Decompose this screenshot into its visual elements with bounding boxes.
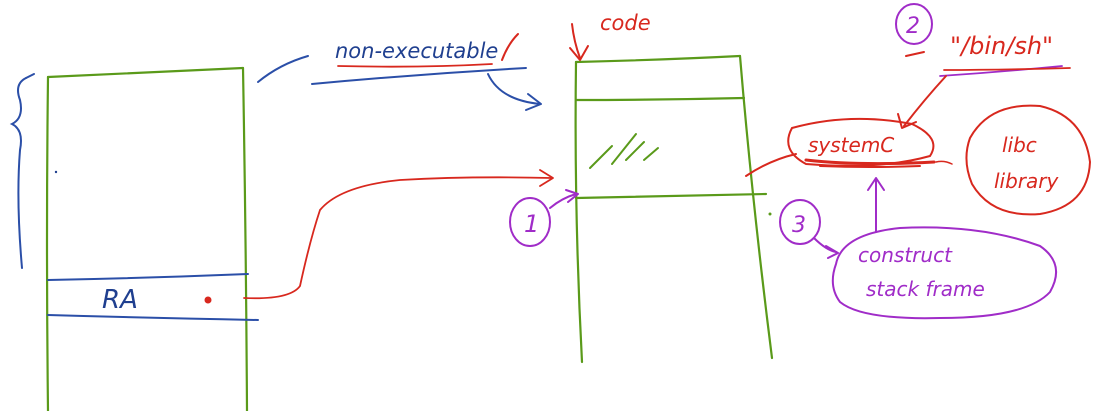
construct-label-line2: stack frame — [866, 277, 985, 301]
binsh-annotation: "/bin/sh" — [897, 32, 1071, 129]
hatch-mark-1 — [589, 145, 613, 169]
left-stack-right-edge — [241, 66, 249, 411]
code-arrow — [571, 23, 581, 59]
left-stack: RA — [9, 66, 259, 411]
step-3-label: 3 — [792, 213, 806, 238]
construct-outline — [831, 226, 1058, 320]
code-memory-column — [574, 54, 774, 364]
binsh-to-system-arrow — [903, 75, 947, 127]
binsh-label: "/bin/sh" — [950, 32, 1053, 60]
code-left-edge — [574, 60, 584, 364]
step-2-marker: 2 — [895, 3, 933, 57]
binsh-underline-purple — [939, 65, 1063, 77]
code-arrowhead — [569, 45, 589, 61]
column-dot — [768, 212, 772, 216]
step-3-arrowhead — [825, 245, 839, 259]
non-executable-annotation: non-executable — [257, 33, 542, 111]
step-1-label: 1 — [524, 210, 539, 238]
ra-to-code-arrowhead — [539, 169, 554, 187]
code-divider-1 — [574, 96, 746, 102]
system-label: systemC — [808, 133, 894, 157]
step-3-circle — [779, 199, 821, 245]
non-executable-blue-underline — [311, 67, 527, 85]
step-1-arrowhead — [565, 189, 579, 203]
libc-outline — [965, 104, 1092, 216]
step-3-marker: 3 — [779, 199, 839, 259]
ra-label: RA — [102, 285, 138, 315]
construct-label-line1: construct — [858, 243, 953, 267]
non-executable-red-mark — [501, 33, 519, 61]
system-left-stroke — [745, 153, 797, 177]
stack-brace — [9, 77, 27, 269]
non-executable-arrow — [487, 73, 541, 105]
hatch-mark-4 — [643, 147, 659, 161]
step-1-arrow — [549, 193, 577, 209]
libc-label-line1: libc — [1002, 133, 1037, 157]
step-1-marker: 1 — [509, 189, 579, 247]
code-top-edge — [574, 54, 742, 64]
return-address-arrow — [243, 169, 554, 300]
hatch-mark-3 — [625, 141, 645, 161]
code-annotation: code — [569, 11, 651, 61]
step-1-circle — [509, 197, 551, 247]
libc-library-annotation: libc library — [965, 104, 1092, 216]
ra-to-code-path — [243, 176, 553, 300]
construct-to-system-arrowhead — [867, 177, 885, 191]
non-executable-left-stroke — [257, 55, 309, 83]
non-executable-red-underline — [337, 63, 493, 68]
code-right-edge — [738, 54, 774, 360]
code-divider-2 — [574, 192, 768, 200]
ra-slot-bottom — [47, 314, 259, 321]
step-2-dash — [905, 51, 925, 57]
non-executable-arrowhead — [525, 93, 542, 111]
libc-label-line2: library — [994, 169, 1060, 193]
hatch-mark-2 — [611, 133, 637, 165]
construct-stack-frame-annotation: construct stack frame — [831, 177, 1058, 320]
brace-tick — [25, 73, 35, 79]
system-tail — [935, 160, 953, 165]
left-stack-left-edge — [45, 75, 50, 411]
system-outline — [787, 117, 935, 167]
code-label: code — [600, 11, 651, 35]
stray-dot — [54, 170, 58, 174]
step-2-label: 2 — [906, 14, 920, 39]
system-underline-1 — [804, 158, 936, 166]
non-executable-label: non-executable — [335, 39, 498, 63]
system-call-annotation: systemC — [745, 117, 953, 177]
system-underline-2 — [819, 165, 921, 168]
binsh-underline-red — [943, 67, 1071, 71]
ra-slot-top — [47, 273, 249, 281]
left-stack-top-edge — [46, 66, 245, 79]
ra-dot — [204, 296, 212, 304]
step-2-circle — [895, 3, 933, 45]
